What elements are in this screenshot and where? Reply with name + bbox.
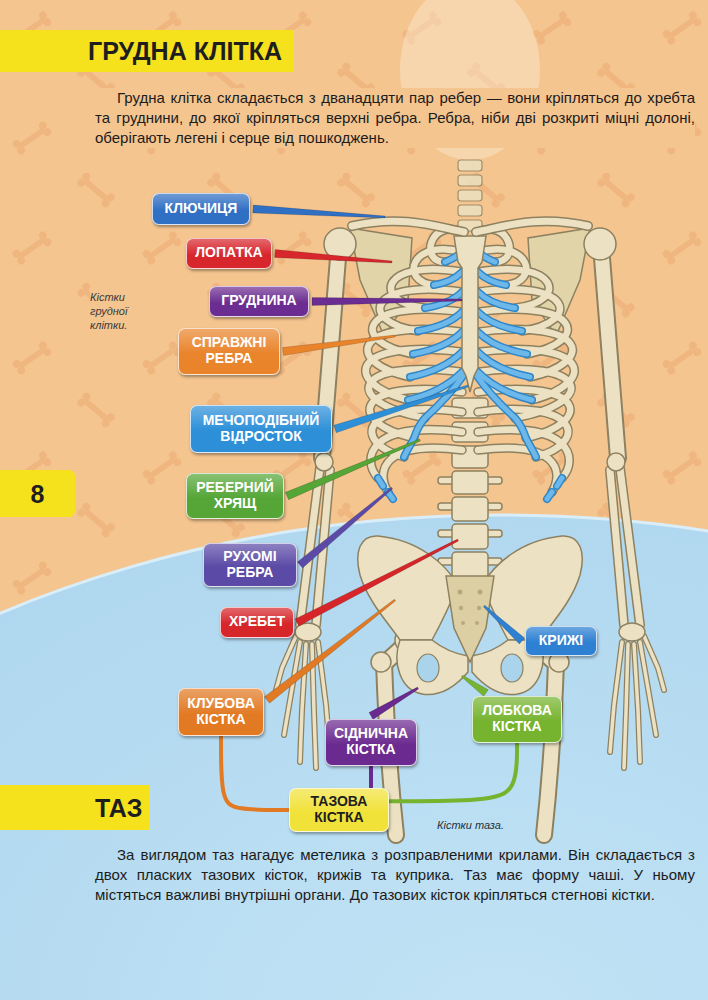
leader-line — [283, 335, 396, 356]
callout-box: КЛУБОВА КІСТКА — [178, 688, 264, 736]
drawing-part — [461, 621, 465, 625]
callout-label: СІДНИЧНА КІСТКА — [333, 726, 409, 757]
drawing-part — [458, 160, 482, 171]
sternum-bone — [454, 236, 486, 392]
drawing-part — [458, 175, 482, 186]
lumbar-spine — [438, 398, 502, 578]
clavicle-bone — [352, 221, 464, 232]
obturator-hole — [501, 654, 523, 682]
callout-label: СПРАВЖНІ РЕБРА — [186, 335, 272, 366]
section-heading: ГРУДНА КЛІТКА — [0, 30, 294, 72]
callout-label: ТАЗОВА КІСТКА — [297, 794, 381, 825]
forearm-bone — [610, 468, 640, 625]
cartilage — [477, 252, 562, 499]
callout-label: РЕБЕРНИЙ ХРЯЩ — [194, 480, 276, 511]
obturator-hole — [417, 654, 439, 682]
callout-label: КРИЖІ — [533, 633, 589, 649]
finger-outline — [610, 636, 664, 768]
sacrum-bone — [446, 576, 494, 662]
callout-box: ЛОБКОВА КІСТКА — [472, 696, 562, 743]
leader-line — [275, 250, 392, 264]
callout-box: СІДНИЧНА КІСТКА — [325, 719, 417, 766]
page-number: 8 — [0, 470, 75, 517]
neck-vertebrae — [458, 160, 482, 231]
callout-box: ХРЕБЕТ — [220, 607, 294, 638]
drawing-part — [459, 606, 463, 610]
connector-line — [221, 737, 288, 810]
clavicle-bone — [476, 221, 588, 232]
drawing-part — [458, 590, 463, 595]
drawing-part — [478, 590, 483, 595]
callout-box: МЕЧОПОДІБНИЙ ВІДРОСТОК — [190, 405, 332, 453]
callout-label: ГРУДНИНА — [217, 293, 301, 309]
leader-line — [253, 205, 385, 218]
callout-box: ГРУДНИНА — [209, 286, 309, 317]
page-number-text: 8 — [8, 480, 67, 508]
callout-box: ЛОПАТКА — [186, 238, 272, 269]
body-text: Грудна клітка складається з дванадцяти п… — [95, 88, 695, 148]
callout-box: РЕБЕРНИЙ ХРЯЩ — [186, 473, 284, 519]
callout-label: КЛУБОВА КІСТКА — [186, 696, 256, 727]
callout-label: МЕЧОПОДІБНИЙ ВІДРОСТОК — [198, 413, 324, 444]
body-text: За виглядом таз нагадує метелика з розпр… — [95, 845, 695, 905]
drawing-part — [452, 471, 488, 494]
leader-line — [334, 385, 469, 433]
leader-line — [461, 675, 488, 696]
finger-bone — [610, 636, 664, 768]
blue-ground — [0, 515, 708, 1000]
leader-line — [297, 487, 392, 568]
figure-caption: Кістки таза. — [437, 818, 527, 832]
figure-caption: Кістки грудної клітки. — [90, 290, 158, 332]
summary-box: ТАЗОВА КІСТКА — [289, 788, 389, 832]
heading-text: ТАЗ — [95, 794, 142, 822]
leader-line — [369, 687, 419, 719]
cartilage-outline — [477, 252, 562, 499]
drawing-part — [477, 606, 481, 610]
callout-label: КЛЮЧИЦЯ — [160, 201, 242, 217]
callout-label: РУХОМІ РЕБРА — [211, 549, 289, 580]
drawing-part — [475, 621, 479, 625]
callout-label: ЛОБКОВА КІСТКА — [480, 703, 554, 734]
heading-text: ГРУДНА КЛІТКА — [88, 37, 286, 65]
forearm-outline — [610, 468, 640, 625]
callout-label: ХРЕБЕТ — [228, 614, 286, 630]
leader-lines — [253, 205, 525, 719]
clavicle-outline — [476, 221, 588, 232]
section-heading: ТАЗ — [0, 785, 150, 830]
drawing-part — [452, 497, 488, 521]
drawing-part — [452, 552, 488, 578]
drawing-part — [452, 524, 488, 549]
cartilage — [378, 252, 463, 499]
drawing-part — [458, 205, 482, 216]
clavicle-outline — [352, 221, 464, 232]
sacrum-foramina — [458, 590, 483, 626]
callout-box: СПРАВЖНІ РЕБРА — [178, 328, 280, 375]
connector-line — [369, 767, 373, 787]
leader-line — [312, 298, 462, 306]
callout-label: ЛОПАТКА — [194, 245, 264, 261]
drawing-part — [458, 190, 482, 201]
callout-box: КРИЖІ — [525, 626, 597, 656]
cartilage-outline — [378, 252, 463, 499]
callout-box: КЛЮЧИЦЯ — [152, 193, 250, 225]
callout-box: РУХОМІ РЕБРА — [203, 543, 297, 587]
leader-line — [483, 605, 524, 644]
